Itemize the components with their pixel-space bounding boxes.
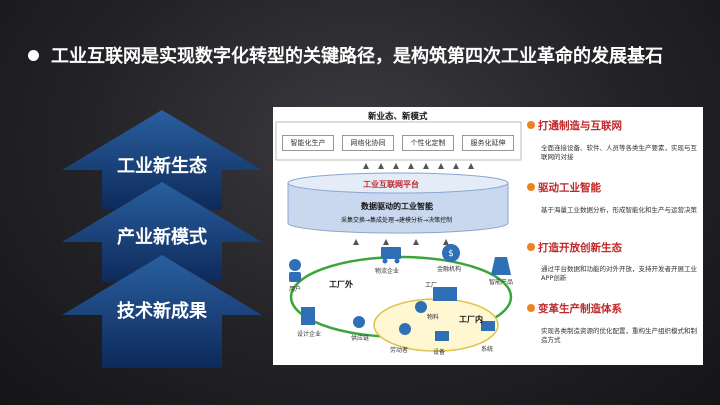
arrow-bottom <box>62 255 262 368</box>
right-title-2: 驱动工业智能 <box>538 182 601 194</box>
inside-label: 工厂内 <box>459 315 483 324</box>
node-design: 设计企业 <box>297 331 322 338</box>
right-dot-2 <box>527 183 535 191</box>
headline-row: 工业互联网是实现数字化转型的关键路径，是构筑第四次工业革命的发展基石 <box>28 44 708 69</box>
right-desc-1: 全面连接设备、软件、人员等各类生产要素，实现与互联网的对接 <box>541 144 697 161</box>
arrow-label-top: 工业新生态 <box>117 156 207 177</box>
equipment-icon <box>435 331 449 341</box>
node-system: 系统 <box>481 346 494 353</box>
svg-text:$: $ <box>448 249 454 259</box>
platform-title: 工业互联网平台 <box>363 180 419 189</box>
top-frame <box>275 121 522 161</box>
platform-cylinder <box>287 183 509 234</box>
node-material: 物料 <box>427 314 440 321</box>
top-box-4: 服务化延伸 <box>462 135 514 151</box>
right-title-1: 打通制造与互联网 <box>538 120 622 132</box>
system-icon <box>481 321 495 331</box>
money-icon <box>442 244 460 262</box>
platform-core: 数据驱动的工业智能 <box>361 202 433 211</box>
material-icon <box>415 301 427 313</box>
right-title-4: 变革生产制造体系 <box>538 303 622 315</box>
arrow-stack: 工业新生态 产业新模式 技术新成果 <box>62 110 262 370</box>
top-title: 新业态、新模式 <box>368 112 428 122</box>
worker-icon <box>399 323 411 335</box>
node-user: 用户 <box>289 286 302 293</box>
right-dot-1 <box>527 121 535 129</box>
diagram-graphics: $ <box>275 121 522 352</box>
right-desc-2: 基于海量工业数据分析，形成智能化和生产与运营决策 <box>541 206 697 214</box>
diagram-panel: $ 新业态、新模式 智能化生产 网络化协同 个性化定制 服务化延伸 工业互联网平… <box>273 107 703 365</box>
right-title-3: 打造开放创新生态 <box>538 242 622 254</box>
right-desc-3: 通过平台数据和功能的对外开放，支持开发者开展工业APP创新 <box>541 265 697 282</box>
inner-cloud <box>373 298 499 352</box>
arrow-shapes <box>62 110 262 368</box>
supply-icon <box>353 316 365 328</box>
outside-label: 工厂外 <box>329 280 353 289</box>
node-supply: 供应链 <box>351 335 370 342</box>
node-finance: 金融机构 <box>437 266 462 273</box>
right-desc-4: 实现各类制造资源的优化配置，重构生产组织模式和制造方式 <box>541 327 697 344</box>
up-arrows <box>363 163 474 169</box>
top-box-1: 智能化生产 <box>282 135 334 151</box>
right-dot-4 <box>527 304 535 312</box>
factory-icon <box>433 287 457 301</box>
arrow-middle <box>62 182 262 282</box>
design-icon <box>301 307 315 325</box>
arrow-label-bottom: 技术新成果 <box>117 301 207 322</box>
truck-icon <box>381 247 401 259</box>
arrow-label-middle: 产业新模式 <box>117 227 207 248</box>
node-logistics: 物流企业 <box>375 268 400 275</box>
right-dot-3 <box>527 243 535 251</box>
arrow-top <box>62 110 262 210</box>
robot-icon <box>491 257 511 275</box>
top-box-2: 网络化协同 <box>342 135 394 151</box>
node-equipment: 设备 <box>433 349 446 356</box>
bullet-dot <box>28 50 39 61</box>
node-factory: 工厂 <box>425 282 438 289</box>
node-smart-product: 智能产品 <box>489 279 514 286</box>
top-box-3: 个性化定制 <box>402 135 454 151</box>
headline: 工业互联网是实现数字化转型的关键路径，是构筑第四次工业革命的发展基石 <box>51 46 663 67</box>
platform-flow: 采集交换→集成处理→建模分析→决策控制 <box>341 217 453 224</box>
user-icon <box>289 259 301 271</box>
node-worker: 劳动者 <box>390 347 409 354</box>
